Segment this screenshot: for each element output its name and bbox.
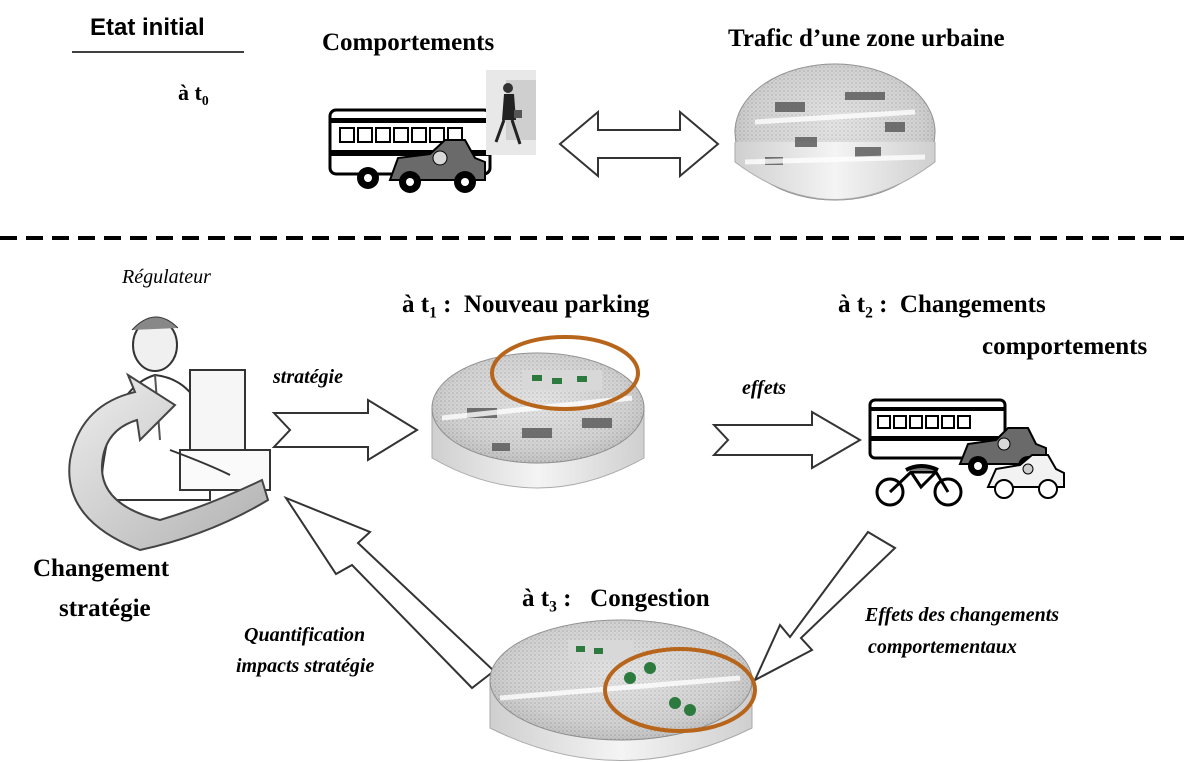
quantification-arrow-icon [283,495,496,690]
time-t2-sub: 2 [865,304,873,322]
quantification-line1: Quantification [244,624,366,646]
changement-strategie-line1: Changement [33,555,170,582]
walking-woman-icon [486,70,536,155]
effets-label: effets [742,377,787,399]
urban-zone-t1-icon [431,352,645,489]
effets-changements-line2: comportementaux [868,636,1017,658]
highlight-congestion [603,647,757,733]
time-t2-text: : Changements [872,291,1046,318]
time-t3-text: : Congestion [556,585,710,612]
motorbike-icon [875,464,963,507]
changement-strategie-line2: stratégie [59,595,151,622]
time-t0-sub: 0 [201,92,209,108]
time-t1-sub: 1 [429,304,437,322]
time-t3-prefix: à t [522,585,550,612]
urban-zone-t3-icon [489,619,753,761]
effets-changements-arrow-icon [752,530,897,683]
effets-arrow-icon [711,410,862,470]
urban-zone-icon [734,63,936,201]
time-t0-prefix: à t [178,80,202,105]
time-t3-label: à t3 : Congestion [522,585,710,615]
strategie-arrow-icon [271,398,419,462]
comportements-label: Comportements [322,29,495,56]
effets-changements-line1: Effets des changements [865,604,1060,626]
car-icon-3 [986,454,1065,499]
quantification-line2: impacts stratégie [236,655,375,677]
highlight-new-parking [490,335,640,411]
time-t1-text: : Nouveau parking [436,291,650,318]
time-t1-prefix: à t [402,291,430,318]
time-t2-label-line2: comportements [982,333,1148,360]
time-t0-label: à t0 [178,80,209,108]
strategie-label: stratégie [273,366,343,388]
time-t1-label: à t1 : Nouveau parking [402,291,650,321]
double-arrow-icon [558,109,720,179]
trafic-label: Trafic d’une zone urbaine [728,25,1005,52]
time-t2-label: à t2 : Changements [838,291,1046,321]
etat-initial-title: Etat initial [90,14,205,41]
time-t3-sub: 3 [549,598,557,616]
car-icon [388,139,486,193]
curved-arrow-icon [68,372,270,552]
regulateur-label: Régulateur [122,266,211,288]
bus-icon [328,108,492,189]
time-t2-prefix: à t [838,291,866,318]
